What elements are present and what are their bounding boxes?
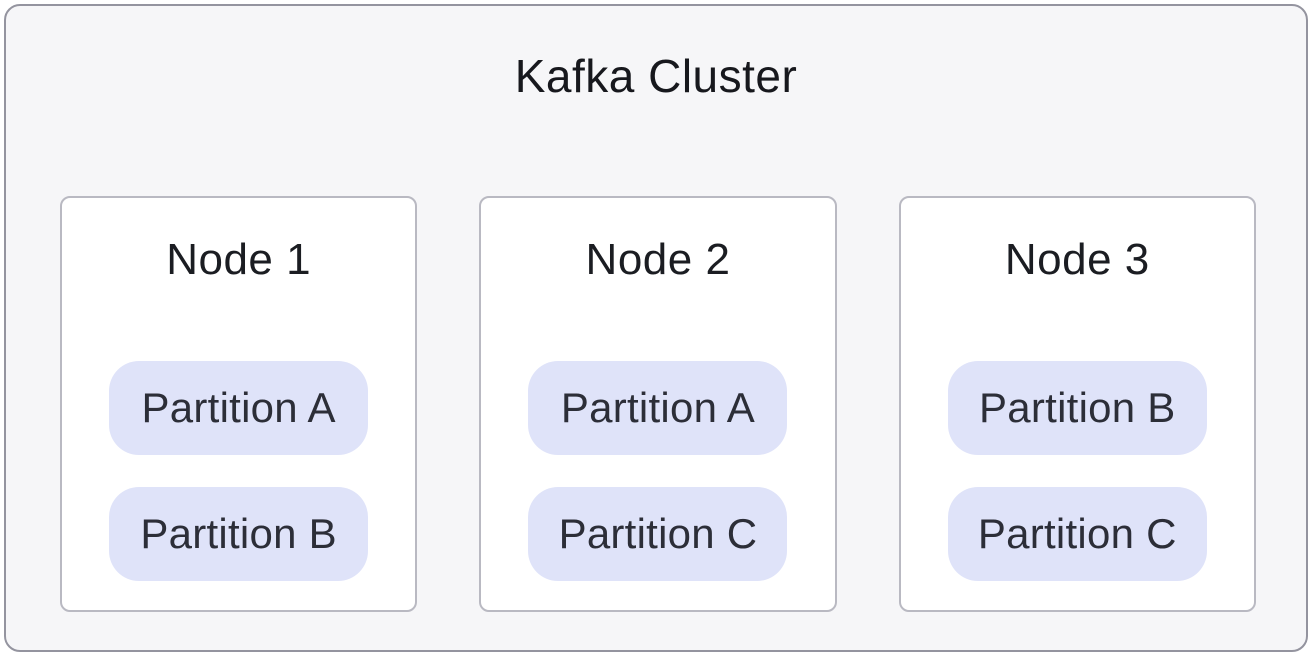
node-2-partitions: Partition A Partition C <box>528 360 788 581</box>
cluster-title: Kafka Cluster <box>514 50 798 102</box>
nodes-row: Node 1 Partition A Partition B Node 2 Pa… <box>60 196 1256 612</box>
node-card-1: Node 1 Partition A Partition B <box>60 196 418 612</box>
node-card-2: Node 2 Partition A Partition C <box>479 196 837 612</box>
node-card-3: Node 3 Partition B Partition C <box>898 196 1256 612</box>
partition-pill: Partition A <box>528 360 788 455</box>
partition-pill: Partition B <box>947 360 1207 455</box>
kafka-cluster-container: Kafka Cluster Node 1 Partition A Partiti… <box>4 4 1308 652</box>
partition-pill: Partition C <box>947 486 1207 581</box>
node-1-title: Node 1 <box>166 235 312 284</box>
node-3-partitions: Partition B Partition C <box>947 360 1207 581</box>
partition-pill: Partition B <box>109 486 369 581</box>
partition-pill: Partition C <box>528 486 788 581</box>
partition-pill: Partition A <box>109 360 369 455</box>
node-1-partitions: Partition A Partition B <box>109 360 369 581</box>
node-2-title: Node 2 <box>585 235 731 284</box>
node-3-title: Node 3 <box>1004 235 1150 284</box>
